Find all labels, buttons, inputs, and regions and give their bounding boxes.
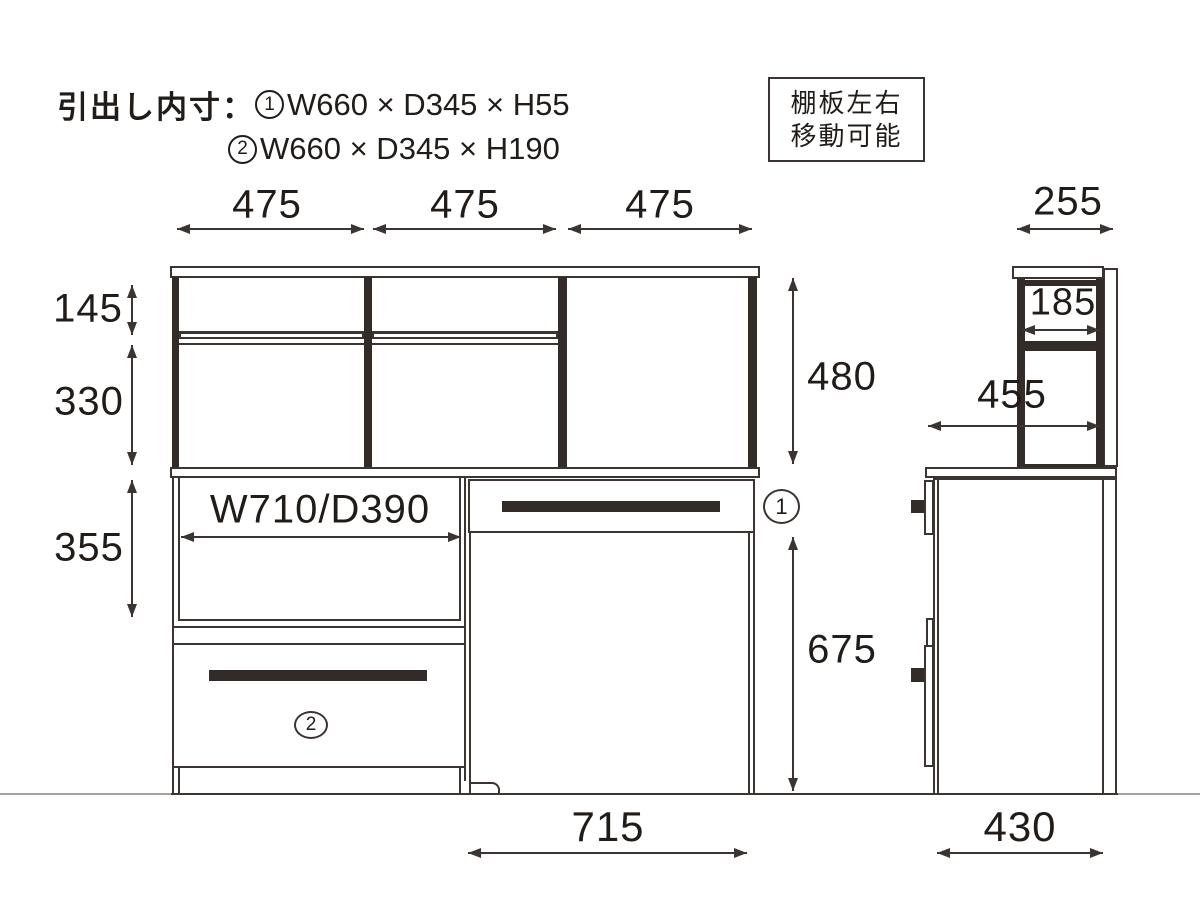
front-bay-base-step [470,782,500,793]
dim-depth-255: 255 [1033,179,1103,224]
side-drawer-2-lip [926,618,934,647]
front-bay-right-wall-inner [748,533,750,793]
dim-open-space-label: W710/D390 [209,487,431,532]
shelf-note-box: 棚板左右 移動可能 [768,77,925,162]
dim-width-2: 475 [430,182,500,227]
note-line-2: 移動可能 [790,120,903,151]
header-line-2: 2 W660 × D345 × H190 [228,131,560,167]
floor-line [0,793,1200,795]
note-line-1: 棚板左右 [790,87,903,118]
front-hutch-post-mid2 [558,277,567,467]
side-countertop [925,467,1117,478]
dim-height-675: 675 [807,627,877,672]
drawer2-inner-size: W660 × D345 × H190 [260,131,560,166]
front-hutch-post-mid1 [364,277,372,467]
side-drawer-1-handle [911,500,924,513]
front-openbay-right-wall [459,478,461,621]
dim-width-1-arrow [177,224,364,234]
front-bay-left-wall [469,533,471,793]
side-back-face-inner [1102,478,1104,793]
front-hutch-top-board [170,266,760,278]
dim-depth-185: 185 [1029,281,1097,324]
front-shelf-rail-left [179,343,364,345]
dim-depth-255-arrow [1017,224,1113,234]
side-hutch-post-back [1096,279,1104,466]
header-line-1: 引出し内寸： 1 W660 × D345 × H55 [57,82,570,127]
front-drawer-2-handle [209,670,427,681]
floor-line-left-light [0,793,171,795]
side-back-face-outer [1115,478,1117,793]
dim-height-675-arrow [788,537,798,791]
dim-bottom-715: 715 [571,803,645,850]
dim-height-355: 355 [54,525,124,570]
dim-width-3-arrow [568,224,752,234]
dim-height-355-arrow [127,480,137,617]
side-drawer-2-front [924,645,934,767]
dim-height-145-arrow [127,285,137,335]
dim-bottom-715-arrow [468,848,747,858]
front-drawer-1-handle [502,501,720,512]
dim-height-330: 330 [54,379,124,424]
side-drawer-1-front [924,480,934,535]
drawer-2-number: 2 [305,714,317,735]
dim-height-480: 480 [807,354,877,399]
front-countertop [170,467,760,478]
header-title: 引出し内寸： [57,90,255,125]
side-front-face-inner [937,478,939,793]
front-shelf-left [179,331,364,339]
circled-number-2-icon: 2 [228,134,257,164]
side-front-face-outer [933,478,935,793]
dim-width-1: 475 [232,182,302,227]
front-drawer-1-badge: 1 [763,489,800,524]
front-kick-line-right [459,768,461,793]
front-shelf-rail-middle [372,343,558,345]
side-drawer-2-handle [911,668,924,682]
drawer-1-number: 1 [775,493,788,519]
front-hutch-post-right [748,277,757,467]
dim-depth-455-arrow [928,421,1100,431]
dim-height-330-arrow [127,345,137,465]
side-hutch-top-board [1012,266,1104,279]
drawer1-inner-size: W660 × D345 × H55 [287,86,570,122]
circled-number-1-icon: 1 [255,90,284,119]
front-kick-line-left [178,768,180,793]
dim-width-2-arrow [373,224,556,234]
side-body-top-edge [933,478,1116,480]
front-bay-right-wall-outer [753,533,755,793]
front-left-wall-inner [178,478,180,621]
front-hutch-post-left [172,277,179,467]
dim-height-145: 145 [53,286,123,331]
dim-depth-430-arrow [937,848,1103,858]
dim-width-3: 475 [625,182,695,227]
front-openbay-bottom [179,619,461,621]
side-back-panel [1103,268,1118,467]
side-hutch-shelf [1025,341,1096,351]
front-drawer-2 [172,643,466,768]
front-left-wall-outer [172,478,174,793]
front-divider-wall [464,478,466,781]
front-drawer-2-badge: 2 [294,711,328,739]
dim-depth-185-arrow [1022,325,1100,335]
front-drawer-unit-top-edge [172,626,466,628]
floor-line-right-light [1118,793,1200,795]
front-shelf-middle [372,331,558,339]
side-hutch-post-front [1017,279,1025,466]
dim-height-480-arrow [788,278,798,464]
dim-depth-455: 455 [977,372,1047,417]
side-hutch-top-rail [1025,280,1096,286]
dim-open-space-arrow [181,532,461,542]
dim-depth-430: 430 [983,803,1057,850]
